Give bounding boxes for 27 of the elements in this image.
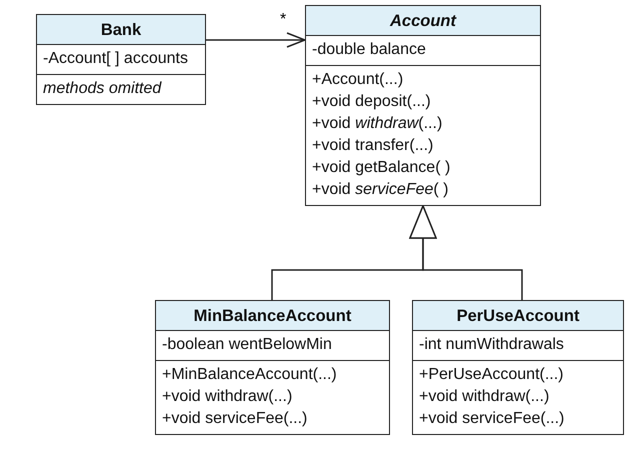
class-name: MinBalanceAccount (194, 306, 352, 327)
method-text: +void withdraw(...) (419, 387, 550, 407)
method-text: +void getBalance( ) (312, 158, 450, 178)
method-text: +MinBalanceAccount(...) (162, 365, 337, 385)
class-box (36, 14, 206, 105)
method-text: +Account(...) (312, 70, 404, 90)
method-text: +void transfer(...) (312, 136, 434, 156)
method-text: +void serviceFee( ) (312, 180, 448, 200)
method-text: +PerUseAccount(...) (419, 365, 564, 385)
attribute-text: -double balance (312, 40, 426, 60)
class-box (412, 300, 624, 435)
method-text: +void deposit(...) (312, 92, 431, 112)
attribute-text: -Account[ ] accounts (43, 49, 188, 69)
method-text: +void withdraw(...) (162, 387, 292, 407)
class-box (305, 5, 541, 206)
class-box (155, 300, 390, 435)
class-name: Account (390, 11, 456, 32)
attribute-text: -int numWithdrawals (419, 335, 564, 355)
method-text: +void serviceFee(...) (419, 409, 564, 429)
method-text: methods omitted (43, 79, 162, 99)
class-name: PerUseAccount (456, 306, 580, 327)
class-name: Bank (100, 20, 142, 41)
association-arrow (206, 32, 306, 48)
method-text: +void withdraw(...) (312, 114, 442, 134)
method-text: +void serviceFee(...) (162, 409, 308, 429)
attribute-text: -boolean wentBelowMin (162, 335, 332, 355)
inheritance-arrow (409, 205, 523, 300)
